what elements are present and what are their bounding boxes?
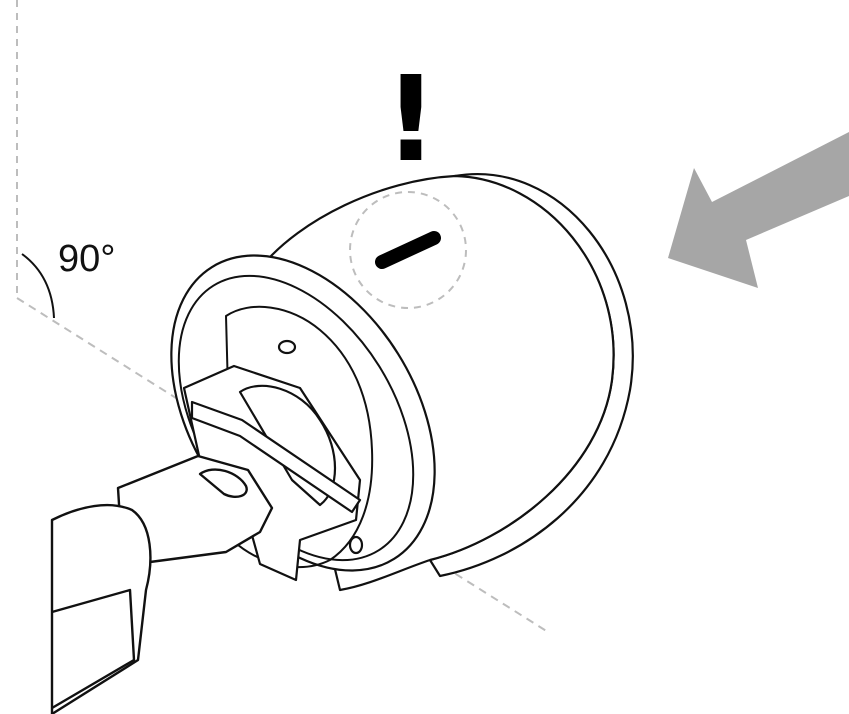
cylinder-housing-edge: [51, 588, 136, 710]
angle-label: 90°: [58, 238, 116, 280]
warning-exclamation: !: [384, 50, 438, 188]
key-hole: [198, 468, 248, 498]
faceplate-screw-top: [277, 339, 297, 355]
cylinder-housing-body: [50, 503, 152, 714]
cylinder-bracket: [190, 400, 362, 514]
led-indicator-icon: [375, 231, 441, 269]
push-direction-arrow-icon: [668, 132, 849, 288]
smart-lock-icon: [170, 173, 634, 592]
faceplate-screw-bottom: [348, 535, 364, 555]
door-cylinder-housing: [50, 503, 152, 714]
indicator-highlight-circle: [349, 191, 467, 309]
angle-arc: [21, 253, 55, 319]
